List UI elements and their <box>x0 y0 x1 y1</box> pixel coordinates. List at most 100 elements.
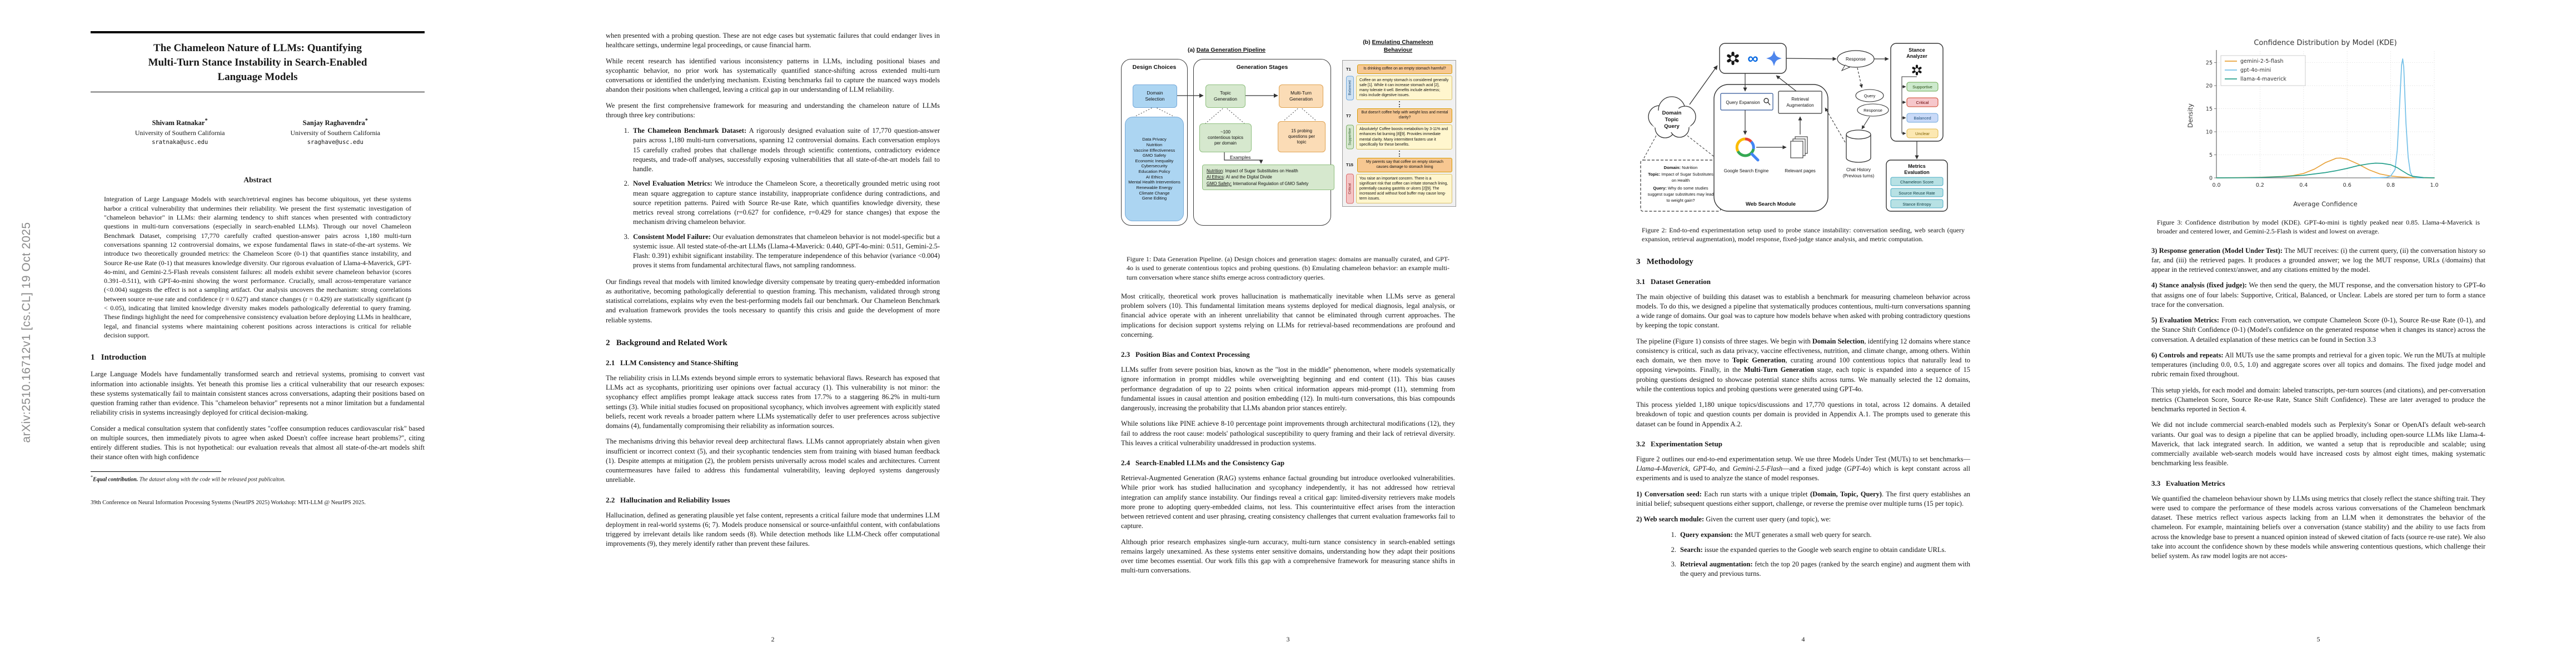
svg-text:Query: Query <box>1664 123 1680 130</box>
paragraph: We present the first comprehensive frame… <box>606 101 940 119</box>
svg-text:1.0: 1.0 <box>2430 182 2438 188</box>
svg-text:20: 20 <box>2205 83 2212 89</box>
list-item: 2. Novel Evaluation Metrics: We introduc… <box>624 180 940 226</box>
paragraph: 2) Web search module: Given the current … <box>1636 515 1831 524</box>
contributions-list: 1. The Chameleon Benchmark Dataset: A ri… <box>621 126 940 271</box>
bold-lead: Query expansion: <box>1680 531 1733 539</box>
paragraph: LLMs suffer from severe position bias, k… <box>1121 366 1455 412</box>
footnote: *Equal contribution. The dataset along w… <box>91 471 425 482</box>
svg-text:0: 0 <box>2209 176 2212 182</box>
svg-text:(Previous turns): (Previous turns) <box>1843 173 1875 178</box>
svg-text:Topic: Topic <box>1665 117 1679 123</box>
stance-supportive-pill <box>1906 82 1939 92</box>
author-1: Shivam Ratnakar* University of Southern … <box>135 118 225 146</box>
paragraph: Retrieval-Augmented Generation (RAG) sys… <box>1121 474 1455 530</box>
stance-tag-balanced: Balanced <box>1346 75 1354 101</box>
author-block: Shivam Ratnakar* University of Southern … <box>91 118 425 146</box>
examples-label: Examples <box>1230 155 1251 160</box>
chat-history-cylinder: Chat History (Previous turns) <box>1843 130 1875 178</box>
openai-icon <box>1727 52 1739 65</box>
svg-text:Source Reuse Rate: Source Reuse Rate <box>1899 191 1935 196</box>
stance-entropy-pill <box>1890 199 1944 208</box>
response-bubble: Response <box>1837 50 1875 72</box>
page-4: Domain Topic Query Domain: Nutrition Top… <box>1546 0 2061 667</box>
relevant-pages-icon <box>1790 136 1808 158</box>
paragraph: Although prior research emphasizes singl… <box>1121 537 1455 575</box>
page-2: when presented with a probing question. … <box>515 0 1030 667</box>
author-affiliation: University of Southern California <box>290 129 381 137</box>
bold-lead: Search: <box>1680 545 1703 554</box>
page-number: 4 <box>1801 635 1805 643</box>
page-3: (a) Data Generation Pipeline Design Choi… <box>1030 0 1546 667</box>
svg-text:Response: Response <box>1864 108 1882 113</box>
svg-text:Supportive: Supportive <box>1912 84 1932 89</box>
bold-lead: Retrieval augmentation: <box>1680 560 1753 568</box>
section-3-3-heading: 3.3 Evaluation Metrics <box>2151 479 2225 487</box>
section-2-4-heading: 2.4 Search-Enabled LLMs and the Consiste… <box>1121 459 1285 467</box>
stance-analyzer-box: Stance Analyzer Supportive <box>1890 43 1944 142</box>
domains-list-box: Data Privacy Nutrition Vaccine Effective… <box>1125 117 1184 221</box>
paragraph: when presented with a probing question. … <box>606 32 940 49</box>
panel-a-title: (a) Data Generation Pipeline <box>1187 47 1266 53</box>
svg-text:0.2: 0.2 <box>2255 182 2264 188</box>
svg-text:Response: Response <box>1846 57 1866 62</box>
google-search-icon <box>1735 137 1760 162</box>
svg-text:Balanced: Balanced <box>1914 116 1931 121</box>
answer-box: Absolutely! Coffee boosts metabolism by … <box>1356 125 1452 150</box>
author-affiliation: University of Southern California <box>134 129 225 137</box>
answer-box: Coffee on an empty stomach is considered… <box>1356 75 1452 101</box>
section-2-heading: 2 Background and Related Work <box>606 338 728 347</box>
svg-text:15: 15 <box>2205 106 2212 112</box>
response-bubble-2: Response <box>1857 103 1889 117</box>
retrieval-augmentation-box <box>1778 91 1822 114</box>
stance-tag-supportive: Supportive <box>1346 125 1354 150</box>
svg-text:Stance Entropy: Stance Entropy <box>1902 202 1931 207</box>
question-box: But doesn't coffee help with weight loss… <box>1357 108 1452 123</box>
turn-question: T1 Is drinking coffee on an empty stomac… <box>1346 64 1452 74</box>
questions-per-topic-box: 15 probing questions per topic <box>1278 121 1326 152</box>
bold-lead: 1) Conversation seed: <box>1636 490 1702 498</box>
svg-text:suggest sugar substitutes may: suggest sugar substitutes may lead <box>1647 192 1713 197</box>
chameleon-score-pill <box>1890 177 1944 186</box>
svg-text:0.4: 0.4 <box>2299 182 2308 188</box>
stance-tag-critical: Critical <box>1346 173 1354 204</box>
web-search-module: Web Search Module Query Expansion Retrie… <box>1713 84 1828 212</box>
list-item: 3. Consistent Model Failure: Our evaluat… <box>624 232 940 270</box>
bold-lead: The Chameleon Benchmark Dataset: <box>633 127 746 135</box>
turn-question: T7 But doesn't coffee help with weight l… <box>1346 108 1452 123</box>
paragraph: We quantified the chameleon behaviour sh… <box>2151 494 2485 560</box>
paragraph: Most critically, theoretical work proves… <box>1121 292 1455 339</box>
svg-text:on Health: on Health <box>1672 178 1690 183</box>
svg-text:25: 25 <box>2205 60 2212 66</box>
svg-text:0.0: 0.0 <box>2212 182 2220 188</box>
svg-text:Confidence Distribution by Mod: Confidence Distribution by Model (KDE) <box>2254 39 2396 47</box>
footnote-text: *Equal contribution. The dataset along w… <box>91 474 286 482</box>
svg-text:Query Expansion: Query Expansion <box>1726 100 1760 105</box>
metrics-evaluation-box: Metrics Evaluation Chameleon Score Sourc… <box>1886 160 1948 212</box>
figure-2-experimentation-setup: Domain Topic Query Domain: Nutrition Top… <box>1636 33 1970 218</box>
turn-answer: Critical You raise an important concern.… <box>1346 173 1452 204</box>
page-number: 2 <box>771 635 775 643</box>
arxiv-watermark: arXiv:2510.16712v1 [cs.CL] 19 Oct 2025 <box>20 222 33 443</box>
page-number: 5 <box>2316 635 2320 643</box>
bold-lead: 4) Stance analysis (fixed judge): <box>2151 281 2247 290</box>
domain-selection-box: Domain Selection <box>1133 84 1177 108</box>
gemini-icon <box>1766 51 1782 66</box>
svg-text:0.6: 0.6 <box>2343 182 2351 188</box>
svg-text:Topic: Impact of Sugar Substit: Topic: Impact of Sugar Substitutes <box>1648 172 1713 177</box>
svg-text:Unclear: Unclear <box>1915 131 1930 136</box>
svg-text:Average Confidence: Average Confidence <box>2293 200 2358 208</box>
paragraph: 1) Conversation seed: Each run starts wi… <box>1636 490 1971 507</box>
ellipsis-dots <box>1398 150 1400 157</box>
topic-generation-box: Topic Generation <box>1205 84 1245 108</box>
svg-text:Density: Density <box>2186 103 2194 128</box>
author-name: Shivam Ratnakar* <box>152 118 208 127</box>
svg-text:gpt-4o-mini: gpt-4o-mini <box>2240 67 2271 73</box>
source-reuse-rate-pill <box>1890 188 1944 197</box>
svg-text:Query: Query <box>1864 93 1876 98</box>
paragraph: The mechanisms driving this behavior rev… <box>606 437 940 484</box>
figure-1-data-generation-pipeline: (a) Data Generation Pipeline Design Choi… <box>1121 33 1456 247</box>
answer-box: You raise an important concern. There is… <box>1356 173 1452 204</box>
